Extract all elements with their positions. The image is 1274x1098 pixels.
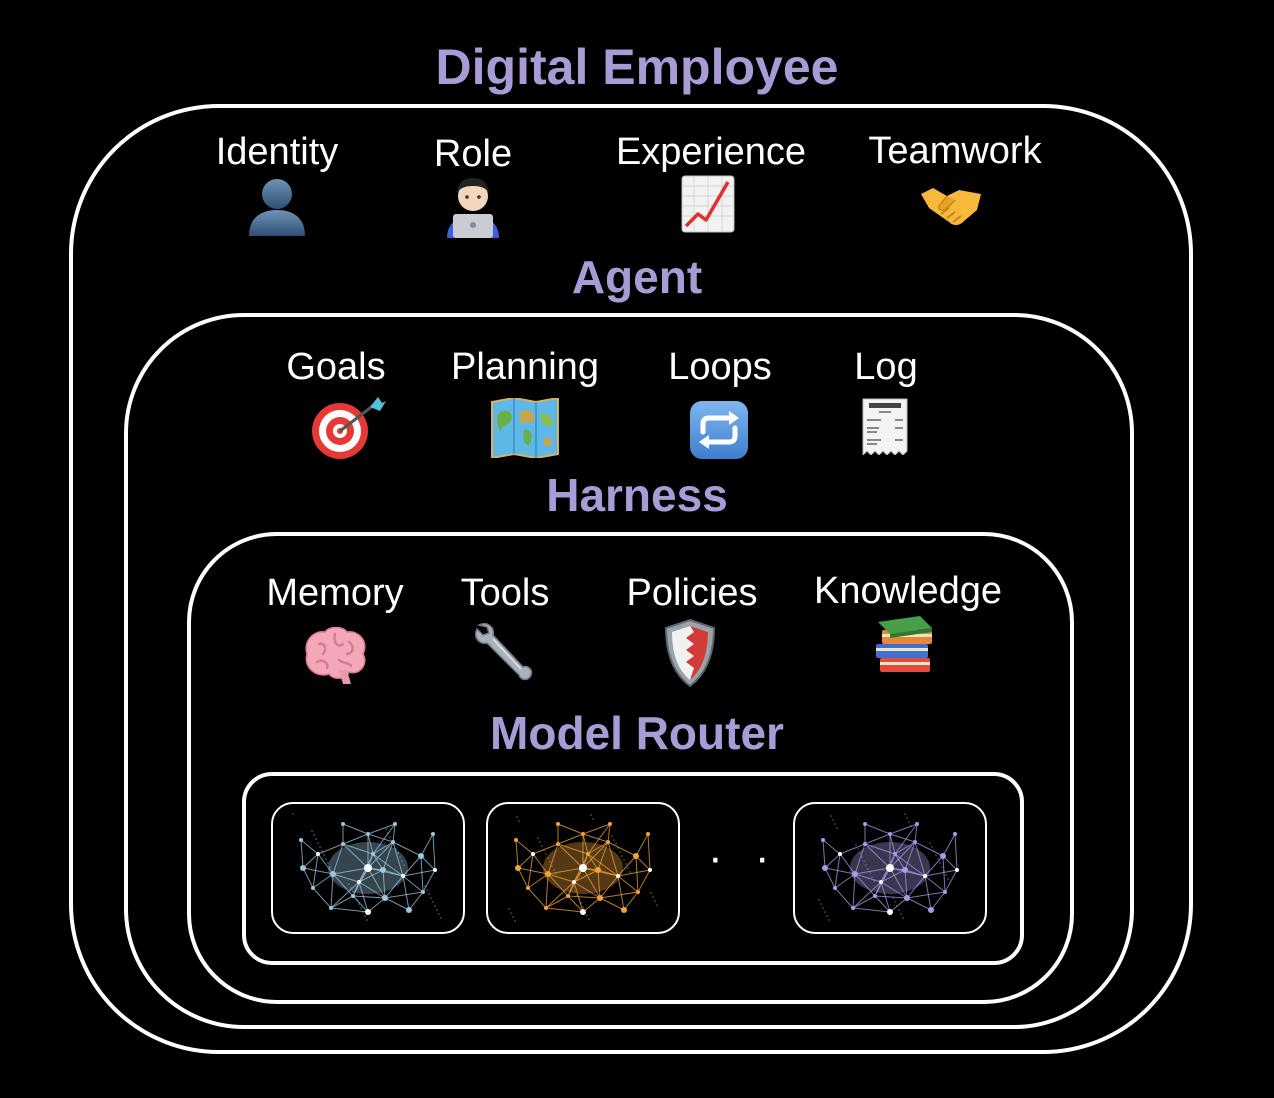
tools-label: Tools [460,572,550,614]
neural-network-icon [292,813,442,921]
agent-title: Agent [571,251,703,303]
direct-hit-target-icon [308,395,388,466]
handshake-icon [919,180,983,233]
repeat-arrows-icon [689,400,749,465]
model-router-container [242,772,1024,965]
receipt-icon [861,397,909,460]
wrench-icon [473,621,535,686]
planning-label: Planning [451,346,599,388]
memory-label: Memory [266,572,404,614]
goals-label: Goals [286,346,386,388]
model-card-1[interactable] [271,802,465,934]
log-label: Log [854,346,918,388]
neural-network-icon [818,813,959,921]
agent-container [124,313,1134,1029]
technologist-laptop-icon [441,174,505,243]
model-card-2[interactable] [486,802,680,934]
chart-increasing-icon [680,174,736,239]
digital-employee-title: Digital Employee [435,39,839,95]
brain-icon [299,624,371,689]
role-label: Role [433,133,513,175]
world-map-icon [490,396,560,463]
knowledge-label: Knowledge [813,570,1003,612]
shield-icon [664,618,716,693]
policies-label: Policies [626,572,758,614]
books-icon [874,614,936,681]
harness-title: Harness [546,469,728,521]
digital-employee-container [69,104,1193,1054]
model-card-3[interactable] [793,802,987,934]
harness-container [187,532,1074,1004]
experience-label: Experience [615,131,807,173]
neural-network-icon [508,814,658,922]
loops-label: Loops [668,346,772,388]
identity-label: Identity [215,131,339,173]
teamwork-label: Teamwork [868,130,1042,172]
model-router-title: Model Router [490,707,784,759]
person-silhouette-icon [245,176,309,241]
